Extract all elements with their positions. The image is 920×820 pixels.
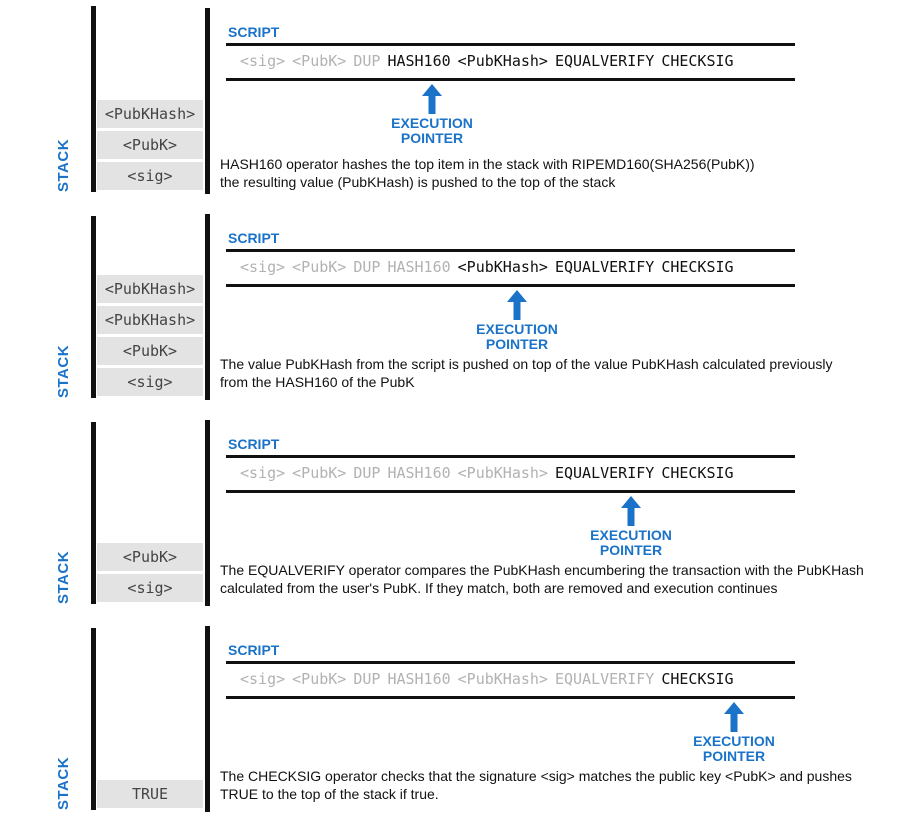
script-bottom-rule [226, 78, 795, 81]
script-top-rule [226, 661, 795, 664]
stack-label: STACK [55, 756, 72, 810]
script-token: <PubK> [292, 464, 347, 482]
script-top-rule [226, 43, 795, 46]
pointer-label-line2: POINTER [400, 130, 464, 146]
script-token: <sig> [240, 670, 286, 688]
stack-item: <sig> [97, 368, 203, 396]
description-line: The EQUALVERIFY operator compares the Pu… [220, 562, 864, 578]
up-arrow-icon [422, 84, 442, 114]
description-line: the resulting value (PubKHash) is pushed… [220, 174, 616, 190]
stack-item: TRUE [97, 780, 203, 808]
description-line: HASH160 operator hashes the top item in … [220, 156, 755, 172]
pointer-label-line2: POINTER [599, 542, 663, 558]
script-token: <PubKHash> [457, 464, 548, 482]
step-panel: STACK <PubK> <sig> SCRIPT <sig> <PubK> DUP HASH… [0, 414, 920, 614]
description-line: TRUE to the top of the stack if true. [220, 786, 439, 802]
stack-left-border [91, 6, 96, 192]
script-top-rule [226, 249, 795, 252]
pointer-label-line2: POINTER [702, 748, 766, 764]
stack-left-border [91, 422, 96, 604]
pointer-label-line1: EXECUTION [590, 527, 672, 543]
script-token: <PubK> [292, 52, 347, 70]
step-description: HASH160 operator hashes the top item in … [220, 155, 860, 191]
stack-item: <PubK> [97, 543, 203, 571]
stack-right-border [205, 8, 210, 194]
description-line: The value PubKHash from the script is pu… [220, 356, 833, 372]
script-label: SCRIPT [228, 436, 280, 452]
script-token: <PubK> [292, 670, 347, 688]
script-line: <sig> <PubK> DUP HASH160 <PubKHash> EQUALVERI… [240, 52, 741, 76]
script-label: SCRIPT [228, 642, 280, 658]
script-token: EQUALVERIFY [554, 258, 655, 276]
script-line: <sig> <PubK> DUP HASH160 <PubKHash> EQUALVERI… [240, 464, 741, 488]
script-token: EQUALVERIFY [554, 670, 655, 688]
script-token: HASH160 [387, 670, 451, 688]
stack-right-border [205, 214, 210, 400]
step-panel: STACK TRUE SCRIPT <sig> <PubK> DUP HASH160 <Pub… [0, 620, 920, 820]
script-token: <sig> [240, 52, 286, 70]
script-token: CHECKSIG [661, 670, 734, 688]
stack-item: <PubK> [97, 337, 203, 365]
script-token: EQUALVERIFY [554, 52, 655, 70]
script-label: SCRIPT [228, 24, 280, 40]
script-token: <sig> [240, 464, 286, 482]
step-description: The EQUALVERIFY operator compares the Pu… [220, 561, 864, 597]
description-line: The CHECKSIG operator checks that the si… [220, 768, 852, 784]
pointer-label-line2: POINTER [485, 336, 549, 352]
script-token: CHECKSIG [661, 258, 734, 276]
stack-item: <PubKHash> [97, 306, 203, 334]
pointer-label-line1: EXECUTION [693, 733, 775, 749]
up-arrow-icon [724, 702, 744, 732]
script-top-rule [226, 455, 795, 458]
script-bottom-rule [226, 284, 795, 287]
stack-left-border [91, 216, 96, 398]
stack-left-border [91, 628, 96, 810]
script-token: EQUALVERIFY [554, 464, 655, 482]
script-token: HASH160 [387, 258, 451, 276]
script-token: DUP [353, 670, 381, 688]
script-token: DUP [353, 258, 381, 276]
script-token: DUP [353, 464, 381, 482]
up-arrow-icon [507, 290, 527, 320]
script-token: HASH160 [387, 52, 451, 70]
stack-item: <PubK> [97, 131, 203, 159]
stack-item: <sig> [97, 162, 203, 190]
script-token: <PubKHash> [457, 670, 548, 688]
step-description: The CHECKSIG operator checks that the si… [220, 767, 860, 803]
stack-right-border [205, 420, 210, 606]
script-token: <PubKHash> [457, 258, 548, 276]
step-panel: STACK <PubKHash> <PubK> <sig> SCRIPT <sig> <Pu… [0, 2, 920, 202]
step-panel: STACK <PubKHash> <PubKHash> <PubK> <sig> SCRI… [0, 208, 920, 408]
pointer-label-line1: EXECUTION [476, 321, 558, 337]
script-token: CHECKSIG [661, 52, 734, 70]
stack-right-border [205, 626, 210, 812]
up-arrow-icon [621, 496, 641, 526]
script-token: HASH160 [387, 464, 451, 482]
description-line: from the HASH160 of the PubK [220, 374, 415, 390]
script-token: <PubKHash> [457, 52, 548, 70]
script-token: <PubK> [292, 258, 347, 276]
script-bottom-rule [226, 696, 795, 699]
script-token: CHECKSIG [661, 464, 734, 482]
script-token: <sig> [240, 258, 286, 276]
script-bottom-rule [226, 490, 795, 493]
stack-item: <sig> [97, 574, 203, 602]
stack-label: STACK [55, 550, 72, 604]
script-line: <sig> <PubK> DUP HASH160 <PubKHash> EQUALVERI… [240, 670, 741, 694]
description-line: calculated from the user's PubK. If they… [220, 580, 778, 596]
stack-item: <PubKHash> [97, 275, 203, 303]
stack-label: STACK [55, 138, 72, 192]
stack-item: <PubKHash> [97, 100, 203, 128]
script-line: <sig> <PubK> DUP HASH160 <PubKHash> EQUALVERI… [240, 258, 741, 282]
step-description: The value PubKHash from the script is pu… [220, 355, 860, 391]
script-label: SCRIPT [228, 230, 280, 246]
pointer-label-line1: EXECUTION [391, 115, 473, 131]
stack-label: STACK [55, 344, 72, 398]
script-token: DUP [353, 52, 381, 70]
